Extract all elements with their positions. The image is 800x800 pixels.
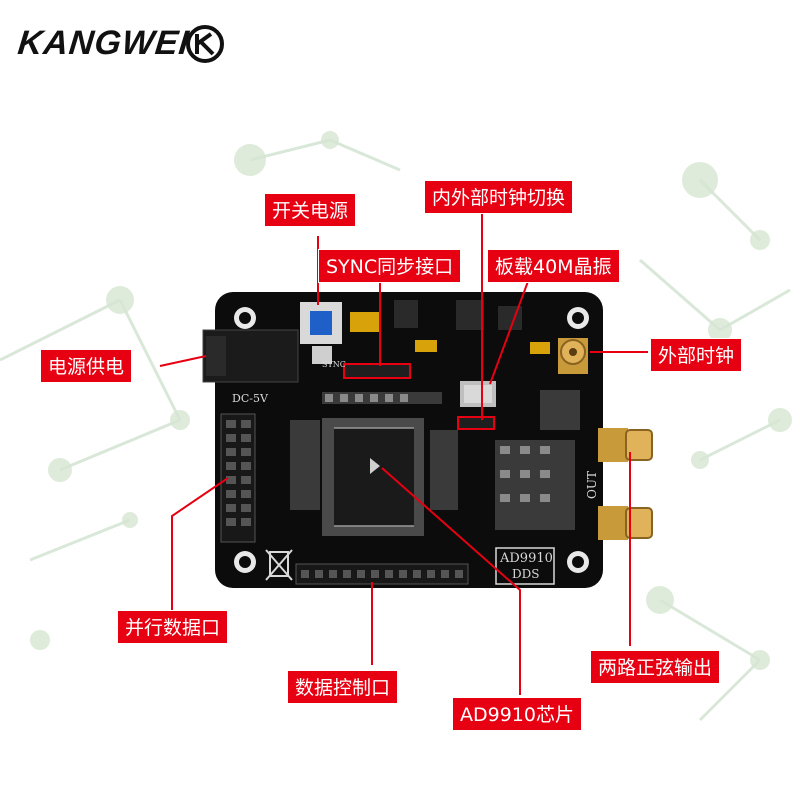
silk-model: AD9910 <box>500 551 553 566</box>
label-power-switch: 开关电源 <box>264 193 357 227</box>
silk-dds: DDS <box>512 567 540 581</box>
label-power-supply: 电源供电 <box>40 349 133 383</box>
silk-dc-voltage: DC-5V <box>232 392 268 405</box>
label-clock-switch: 内外部时钟切换 <box>424 180 574 214</box>
label-dual-sine-out: 两路正弦输出 <box>590 650 721 684</box>
label-onboard-osc: 板载40M晶振 <box>487 249 620 283</box>
label-data-ctrl-port: 数据控制口 <box>287 670 399 704</box>
silk-out: OUT <box>584 471 599 499</box>
label-chip: AD9910芯片 <box>452 697 582 731</box>
label-sync-port: SYNC同步接口 <box>318 249 462 283</box>
label-parallel-port: 并行数据口 <box>117 610 229 644</box>
silk-sync: SYNC <box>322 360 346 369</box>
brand-logo-icon <box>186 25 224 63</box>
label-ext-clock: 外部时钟 <box>650 338 743 372</box>
